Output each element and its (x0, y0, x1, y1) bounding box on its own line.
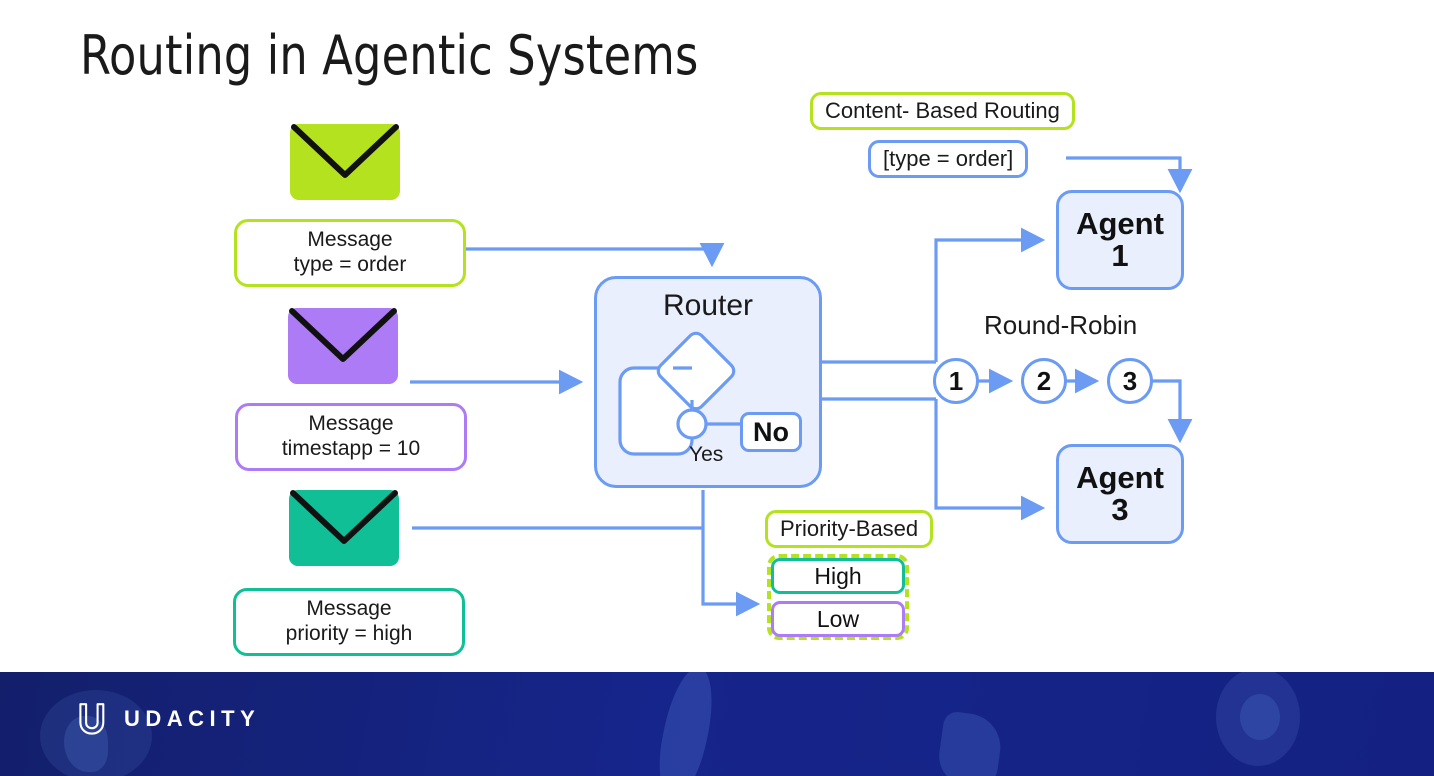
wire-rr3-to-agent3 (1151, 379, 1193, 444)
envelope-flap-icon (289, 308, 397, 362)
decorative-blob (1240, 694, 1280, 740)
content-routing-condition: [type = order] (868, 140, 1029, 178)
decorative-blob (1216, 672, 1300, 766)
agent-number: 3 (1111, 492, 1129, 527)
brand-logo: UDACITY (78, 702, 260, 736)
agent-3-node[interactable]: Agent 3 (1056, 444, 1184, 544)
content-based-routing-title: Content- Based Routing (810, 92, 1075, 130)
router-no-box: No (740, 412, 802, 452)
agent-name: Agent (1076, 206, 1164, 242)
priority-group-container (767, 554, 909, 640)
envelope-icon (290, 124, 400, 200)
message-label-line1: Message (308, 412, 394, 436)
message-box-order: Message type = order (234, 219, 466, 287)
router-node[interactable]: Router (594, 276, 822, 488)
decorative-blob (650, 672, 722, 776)
message-box-priority: Message priority = high (233, 588, 465, 656)
envelope-flap-icon (290, 490, 398, 544)
message-label-line1: Message (306, 597, 392, 621)
agent-1-node[interactable]: Agent 1 (1056, 190, 1184, 290)
agent-name: Agent (1076, 460, 1164, 496)
round-robin-title: Round-Robin (984, 310, 1138, 340)
brand-name: UDACITY (124, 706, 261, 731)
priority-item-low[interactable]: Low (771, 601, 905, 637)
round-robin-node-1[interactable]: 1 (933, 358, 979, 404)
envelope-icon (288, 308, 398, 384)
router-label: Router (662, 289, 754, 322)
udacity-shield-icon (79, 703, 105, 735)
message-label-line2: type = order (293, 253, 407, 276)
wire-condition-to-agent1 (1066, 156, 1193, 194)
message-label-line2: timestapp = 10 (281, 437, 421, 460)
footer-bar: UDACITY (0, 672, 1434, 776)
envelope-icon (289, 490, 399, 566)
envelope-flap-icon (291, 124, 399, 178)
round-robin-node-3[interactable]: 3 (1107, 358, 1153, 404)
router-yes-label: Yes (689, 443, 724, 466)
priority-based-title: Priority-Based (765, 510, 934, 548)
wire-router-to-priority (701, 490, 761, 617)
wire-msg1-to-router (466, 242, 725, 268)
priority-item-high[interactable]: High (771, 558, 905, 594)
round-robin-node-2[interactable]: 2 (1021, 358, 1067, 404)
wire-trunk-to-agent1 (934, 227, 1046, 362)
message-label-line2: priority = high (285, 622, 413, 645)
decorative-blob (935, 710, 1005, 776)
page-title: Routing in Agentic Systems (80, 24, 699, 87)
message-box-timestamp: Message timestapp = 10 (235, 403, 467, 471)
message-label-line1: Message (307, 228, 393, 252)
router-internal-diagram (618, 331, 744, 456)
agent-number: 1 (1111, 238, 1129, 273)
wire-trunk-to-agent3 (934, 399, 1046, 521)
